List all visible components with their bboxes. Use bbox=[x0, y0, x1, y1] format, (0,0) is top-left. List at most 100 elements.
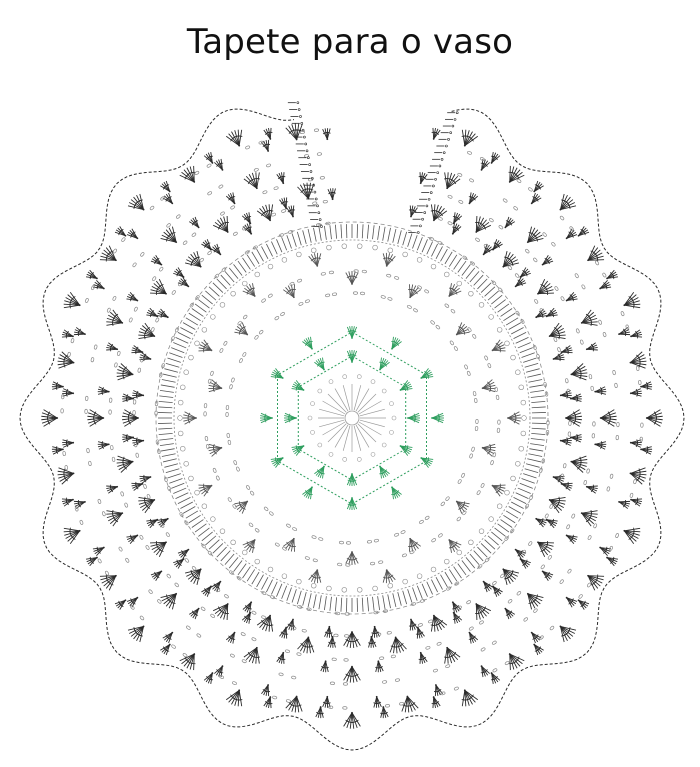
crochet-fan-shell-icon bbox=[552, 474, 565, 484]
chain-loop-icon bbox=[91, 285, 95, 291]
crochet-fan-shell-icon bbox=[99, 245, 117, 262]
chain-loop-icon bbox=[105, 570, 109, 576]
chain-loop-icon bbox=[281, 209, 287, 213]
double-crochet-post-icon bbox=[530, 395, 545, 398]
chain-loop-icon bbox=[424, 515, 430, 520]
crochet-fan-shell-icon bbox=[139, 474, 152, 484]
chain-loop-icon bbox=[595, 260, 599, 266]
double-crochet-post-icon bbox=[251, 251, 260, 265]
crochet-fan-shell-icon bbox=[138, 322, 156, 340]
crochet-fan-shell-icon bbox=[630, 329, 643, 339]
double-crochet-post-icon bbox=[160, 448, 175, 452]
crochet-fan-shell-icon bbox=[482, 243, 494, 256]
crochet-fan-shell-icon bbox=[256, 614, 274, 632]
chain-loop-icon bbox=[85, 395, 89, 401]
crochet-fan-shell-icon bbox=[225, 631, 236, 644]
chain-loop-icon bbox=[567, 568, 572, 574]
crochet-fan-shell-icon bbox=[401, 695, 419, 713]
chain-loop-icon bbox=[580, 339, 584, 345]
double-crochet-post-icon bbox=[216, 278, 227, 290]
crochet-fan-shell-icon bbox=[541, 254, 554, 266]
crochet-fan-shell-icon bbox=[263, 127, 273, 140]
crochet-fan-shell-icon bbox=[97, 386, 110, 395]
chain-loop-icon bbox=[353, 269, 359, 273]
double-crochet-post-icon bbox=[469, 271, 480, 283]
crochet-fan-shell-icon bbox=[444, 172, 461, 190]
chain-loop-icon bbox=[272, 695, 278, 700]
chain-loop-icon bbox=[560, 473, 564, 479]
double-crochet-post-icon bbox=[201, 294, 213, 305]
chain-loop-icon bbox=[90, 357, 95, 363]
crochet-fan-shell-icon bbox=[391, 486, 402, 500]
double-crochet-post-icon bbox=[387, 227, 391, 242]
double-crochet-post-icon bbox=[494, 527, 506, 537]
crochet-fan-shell-icon bbox=[415, 626, 425, 639]
double-crochet-post-icon bbox=[530, 389, 545, 393]
crochet-fan-shell-icon bbox=[92, 280, 105, 290]
chain-loop-icon bbox=[84, 408, 88, 415]
crochet-fan-shell-icon bbox=[541, 570, 554, 582]
double-crochet-post-icon bbox=[323, 225, 327, 240]
chain-loop-icon bbox=[337, 562, 343, 567]
crochet-fan-shell-icon bbox=[461, 129, 479, 147]
chain-loop-icon bbox=[424, 289, 430, 294]
crochet-fan-shell-icon bbox=[225, 689, 243, 707]
chain-loop-icon bbox=[269, 511, 274, 516]
chain-loop-icon bbox=[297, 278, 303, 283]
double-crochet-post-icon bbox=[159, 389, 174, 393]
double-crochet-post-icon bbox=[523, 357, 537, 363]
crochet-fan-shell-icon bbox=[599, 280, 612, 290]
chain-loop-icon bbox=[417, 285, 422, 290]
double-crochet-post-icon bbox=[412, 587, 418, 601]
chain-loop-icon bbox=[227, 439, 232, 445]
double-crochet-post-icon bbox=[528, 453, 543, 457]
chain-loop-icon bbox=[278, 672, 284, 677]
crochet-fan-shell-icon bbox=[122, 434, 135, 443]
chain-loop-icon bbox=[571, 513, 576, 519]
double-crochet-post-icon bbox=[194, 523, 207, 533]
crochet-fan-shell-icon bbox=[114, 226, 127, 237]
chain-loop-icon bbox=[166, 223, 171, 228]
chain-loop-icon bbox=[606, 486, 611, 492]
double-crochet-post-icon bbox=[237, 260, 247, 273]
crochet-fan-shell-icon bbox=[514, 276, 527, 288]
chain-loop-icon bbox=[525, 248, 530, 254]
chain-loop-icon bbox=[273, 186, 279, 190]
chain-loop-icon bbox=[409, 550, 415, 555]
chain-loop-icon bbox=[534, 299, 539, 304]
crochet-fan-shell-icon bbox=[322, 695, 331, 708]
crochet-fan-shell-icon bbox=[587, 574, 605, 591]
crochet-fan-shell-icon bbox=[346, 350, 358, 363]
crochet-fan-shell-icon bbox=[179, 653, 196, 671]
crochet-fan-shell-icon bbox=[114, 599, 127, 610]
chain-loop-icon bbox=[270, 595, 276, 600]
double-crochet-post-icon bbox=[296, 231, 302, 246]
chain-loop-icon bbox=[133, 306, 138, 312]
double-crochet-post-icon bbox=[487, 535, 499, 546]
chain-loop-icon bbox=[203, 411, 207, 417]
double-crochet-post-icon bbox=[208, 286, 220, 297]
double-crochet-post-icon bbox=[500, 308, 513, 317]
chain-loop-icon bbox=[497, 419, 501, 425]
double-crochet-post-icon bbox=[465, 267, 476, 279]
chain-loop-icon bbox=[504, 661, 510, 665]
crochet-fan-shell-icon bbox=[491, 483, 506, 497]
chain-loop-icon bbox=[609, 473, 614, 479]
double-crochet-post-icon bbox=[382, 226, 386, 241]
chain-loop-icon bbox=[135, 452, 139, 458]
chain-loop-icon bbox=[245, 145, 251, 150]
double-crochet-post-icon bbox=[205, 290, 217, 301]
chain-loop-icon bbox=[261, 298, 266, 303]
chain-loop-icon bbox=[536, 354, 540, 359]
chain-loop-icon bbox=[475, 418, 479, 425]
crochet-fan-shell-icon bbox=[448, 539, 462, 553]
chain-loop-icon bbox=[553, 337, 558, 342]
crochet-fan-shell-icon bbox=[284, 412, 297, 424]
chain-loop-icon bbox=[492, 668, 498, 673]
chain-loop-icon bbox=[263, 506, 269, 511]
chain-loop-icon bbox=[311, 535, 317, 539]
chain-loop-icon bbox=[143, 483, 147, 489]
chain-loop-icon bbox=[93, 344, 98, 350]
crochet-fan-shell-icon bbox=[106, 309, 124, 326]
double-crochet-post-icon bbox=[508, 506, 522, 514]
